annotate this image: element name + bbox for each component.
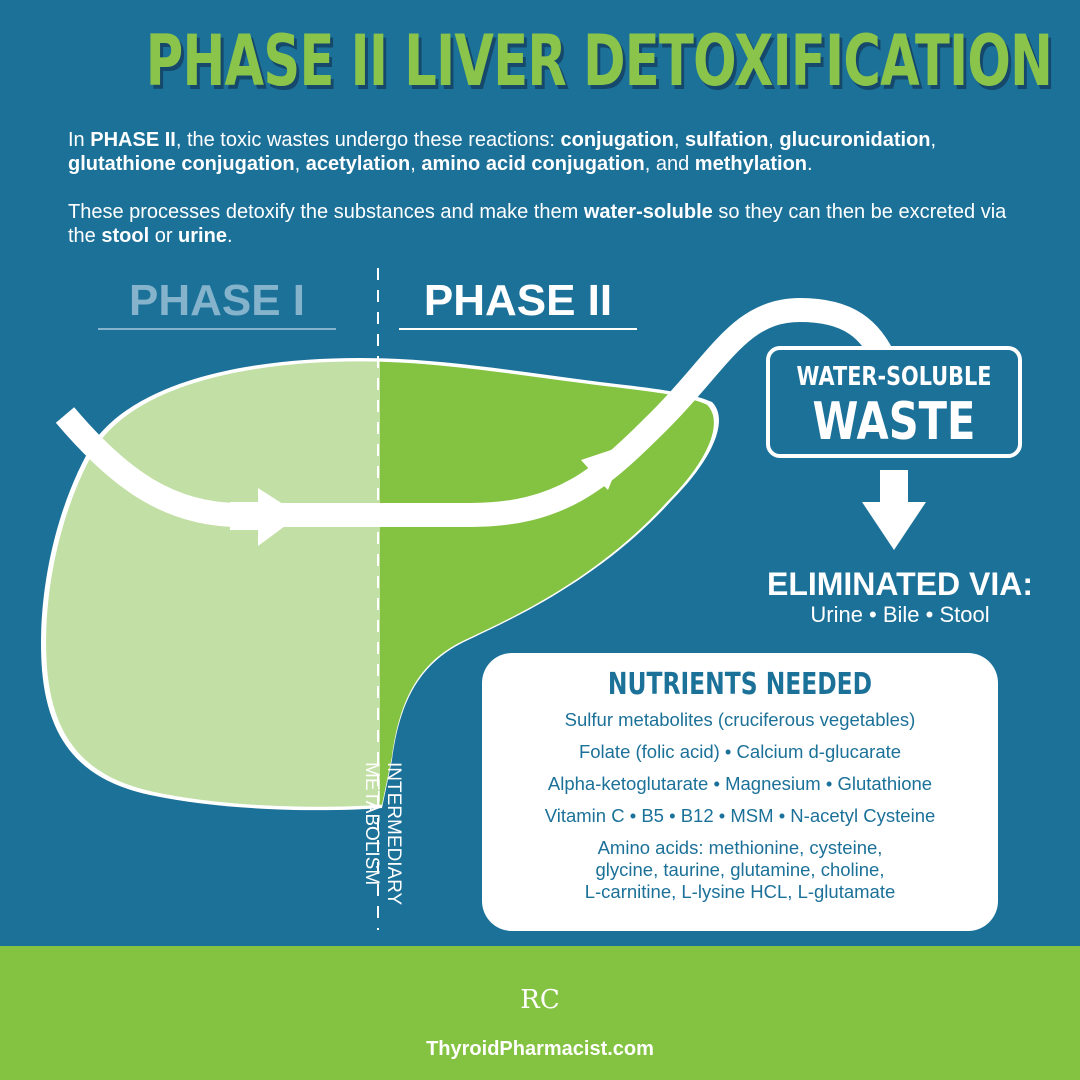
intro-text: . [226, 225, 233, 247]
phase2-underline [399, 328, 637, 330]
nutrient-line: Sulfur metabolites (cruciferous vegetabl… [564, 709, 916, 730]
nutrient-line: Alpha-ketoglutarate • Magnesium • Glutat… [547, 773, 933, 794]
separator: , [294, 153, 306, 175]
phase1-underline [98, 328, 336, 330]
metabolism-line: METABOLISM [361, 762, 382, 886]
intro-term: urine [178, 225, 227, 247]
amino-line: L-carnitine, L-lysine HCL, L-glutamate [584, 881, 896, 902]
intro-text: or [149, 225, 179, 247]
reaction-term: acetylation [305, 153, 411, 175]
separator: . [807, 153, 813, 175]
reaction-term: glutathione conjugation [68, 153, 295, 175]
nutrients-list: Sulfur metabolites (cruciferous vegetabl… [482, 709, 998, 903]
nutrients-box: NUTRIENTS NEEDED Sulfur metabolites (cru… [482, 653, 998, 931]
separator: , [673, 129, 685, 151]
intro-text: so they can then be excreted via the [68, 201, 1007, 247]
footer-logo: RC [510, 982, 570, 1022]
waste-box-subtitle: WATER-SOLUBLE [796, 362, 992, 392]
intermediary-text: INTERMEDIARY METABOLISM [360, 762, 404, 922]
water-soluble-waste-box: WATER-SOLUBLE WASTE [766, 346, 1022, 458]
nutrient-line: Folate (folic acid) • Calcium d-glucarat… [578, 741, 902, 762]
logo-text: RC [520, 985, 560, 1015]
intro-text: In [68, 129, 91, 151]
flow-arrow-1 [230, 488, 300, 546]
separator: , [930, 129, 937, 151]
separator: , [410, 153, 422, 175]
intro-term: stool [101, 225, 150, 247]
flow-path [55, 297, 896, 527]
waste-box-title: WASTE [812, 392, 976, 452]
nutrient-line: Vitamin C • B5 • B12 • MSM • N-acetyl Cy… [544, 805, 936, 826]
reaction-term: sulfation [684, 129, 769, 151]
down-arrow-shaft [880, 470, 908, 506]
eliminated-list: Urine • Bile • Stool [810, 602, 990, 627]
footer-bar [0, 946, 1080, 1080]
reaction-term: glucuronidation [779, 129, 931, 151]
liver-phase2-lobe [379, 361, 714, 805]
phase2-label: PHASE II [423, 276, 613, 325]
reaction-term: conjugation [560, 129, 674, 151]
intro-text: , the toxic wastes undergo these reactio… [175, 129, 561, 151]
separator: , and [644, 153, 695, 175]
amino-line: Amino acids: methionine, cysteine, [597, 837, 883, 858]
intermediary-line: INTERMEDIARY [383, 762, 404, 906]
phase1-label: PHASE I [128, 276, 306, 325]
separator: , [768, 129, 780, 151]
intro-paragraph-reactions: In PHASE II, the toxic wastes undergo th… [68, 128, 1038, 176]
intro-paragraph-excretion: These processes detoxify the substances … [68, 200, 1038, 248]
flow-arrow-3 [640, 388, 686, 440]
amino-line: glycine, taurine, glutamine, choline, [595, 859, 885, 880]
intermediary-metabolism-label: INTERMEDIARY METABOLISM [354, 762, 404, 922]
intro-text: These processes detoxify the substances … [68, 201, 584, 223]
page-title: PHASE II LIVER DETOXIFICATION [145, 20, 1053, 102]
footer-website[interactable]: ThyroidPharmacist.com [426, 1038, 654, 1060]
eliminated-heading: ELIMINATED VIA: [766, 566, 1034, 602]
intro-phase-term: PHASE II [90, 129, 176, 151]
intro-term: water-soluble [583, 201, 713, 223]
flow-arrow-2 [568, 445, 626, 500]
down-arrow-head [862, 502, 926, 550]
reaction-term: methylation [694, 153, 808, 175]
reaction-term: amino acid conjugation [421, 153, 645, 175]
nutrients-title: NUTRIENTS NEEDED [607, 667, 873, 702]
